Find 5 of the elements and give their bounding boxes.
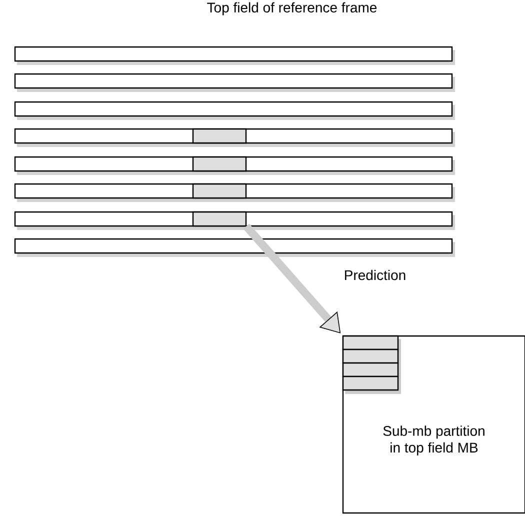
title: Top field of reference frame: [207, 2, 377, 16]
arrow: [243, 224, 341, 334]
partition-block: [342, 335, 401, 394]
partition-block: [192, 128, 247, 227]
edge-label: Prediction: [342, 268, 408, 282]
